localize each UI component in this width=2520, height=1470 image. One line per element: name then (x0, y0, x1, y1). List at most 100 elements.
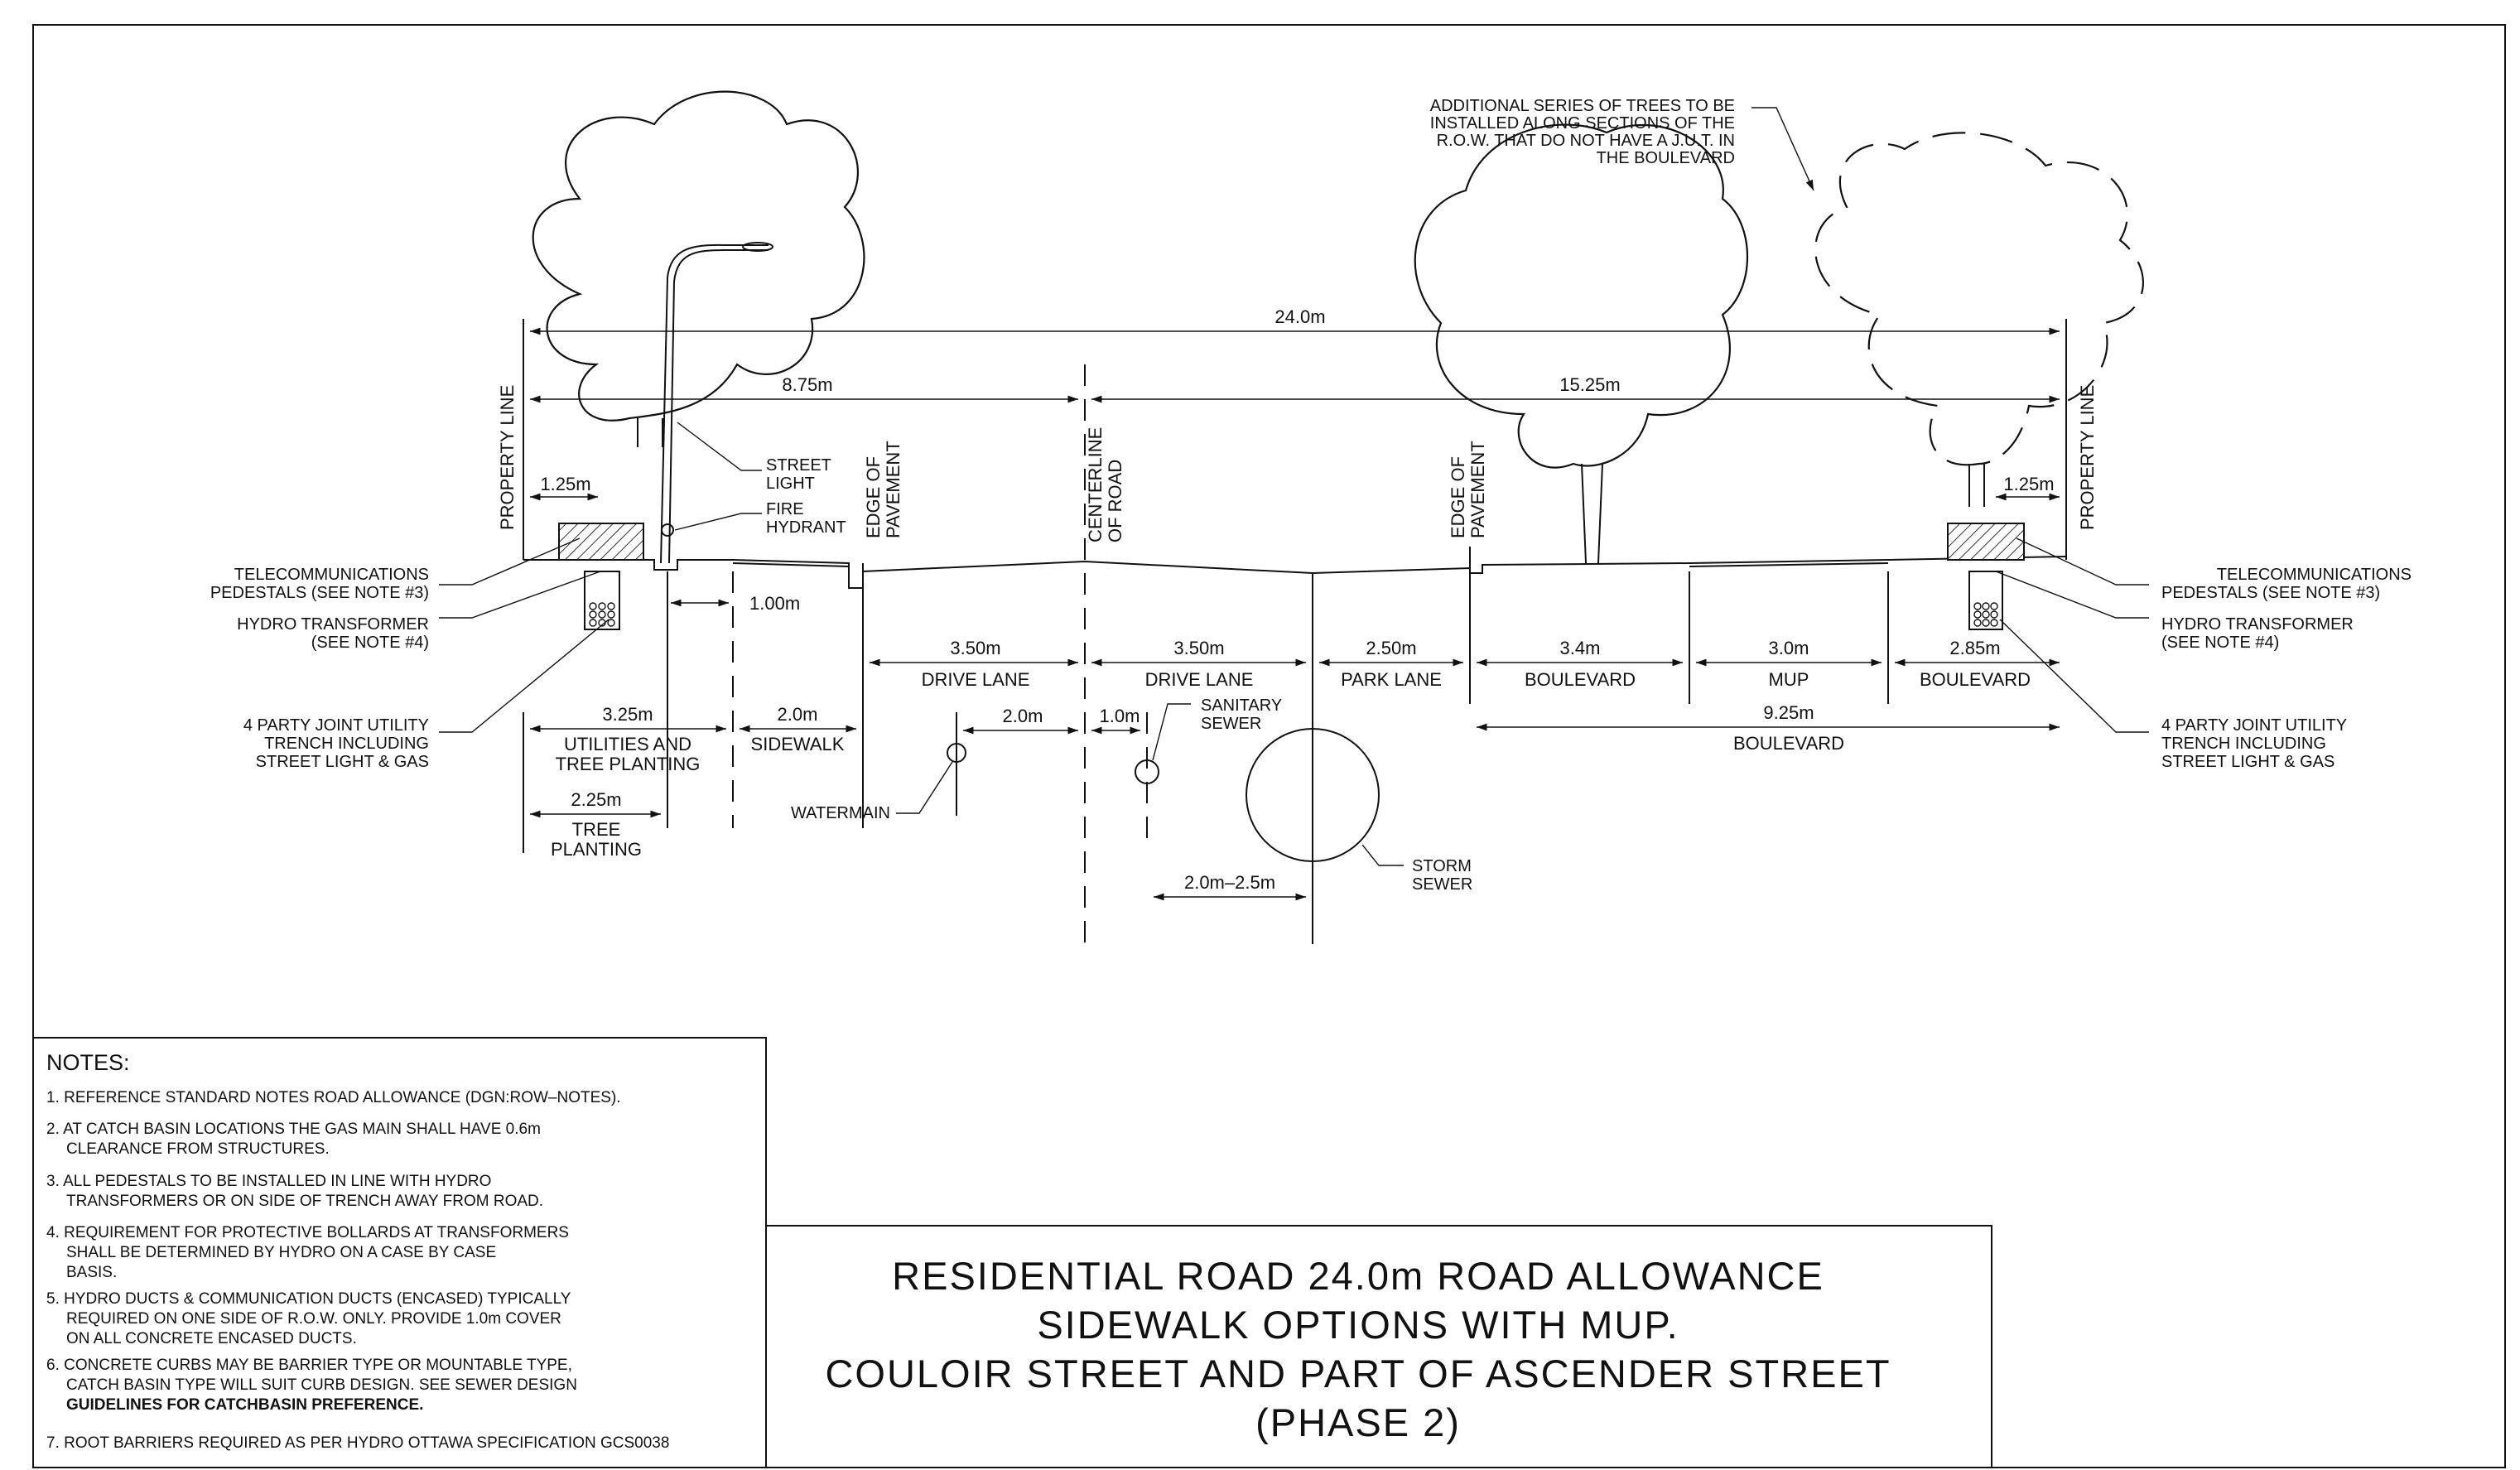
additional-trees-note-line2: INSTALLED ALONG SECTIONS OF THE (1430, 114, 1735, 133)
fire-hydrant (661, 523, 674, 537)
hydro-right-label-line1: HYDRO TRANSFORMER (2161, 615, 2354, 634)
dim-mup: 3.0m (1769, 638, 1809, 658)
dim-overall-width: 24.0m (1274, 306, 1325, 327)
dim-drive-lane-1: 3.50m (950, 638, 1000, 658)
fire-hydrant-label-line1: FIRE (766, 500, 804, 518)
additional-trees-note-line4: THE BOULEVARD (1597, 149, 1735, 167)
telecom-left-label-line2: PEDESTALS (SEE NOTE #3) (210, 584, 429, 602)
trench-left-label-line1: 4 PARTY JOINT UTILITY (243, 716, 429, 735)
dim-drive-lane-2: 3.50m (1173, 638, 1224, 658)
zone-utilities-line2: TREE PLANTING (556, 754, 701, 774)
street-light-label-line2: LIGHT (766, 475, 815, 493)
dim-light-offset: 1.00m (749, 593, 800, 614)
additional-trees-note-line3: R.O.W. THAT DO NOT HAVE A J.U.T. IN (1437, 132, 1735, 150)
storm-label-line1: STORM (1412, 857, 1472, 875)
storm-label-line2: SEWER (1412, 875, 1472, 894)
left-trench-ducts (589, 602, 615, 627)
telecom-right-label-line1: TELECOMMUNICATIONS (2217, 566, 2412, 584)
ground-profile (523, 556, 2067, 589)
dim-centerline-to-right: 15.25m (1559, 374, 1620, 395)
zone-drive-lane-1: DRIVE LANE (922, 669, 1030, 690)
dim-left-telecom: 1.25m (540, 474, 590, 494)
left-tree (532, 90, 865, 447)
dim-park-lane: 2.50m (1366, 638, 1416, 658)
hydro-left-label-line2: (SEE NOTE #4) (311, 634, 429, 652)
edge-pavement-right-line1: EDGE OF (1448, 456, 1468, 538)
dim-sanitary-offset: 1.0m (1100, 706, 1140, 726)
title-line-4: (PHASE 2) (1255, 1400, 1461, 1444)
telecom-left-label-line1: TELECOMMUNICATIONS (234, 566, 429, 584)
title-line-2: SIDEWALK OPTIONS WITH MUP. (1037, 1303, 1679, 1347)
street-light-label-line1: STREET (766, 456, 831, 475)
center-right-tree (1414, 123, 1749, 564)
trench-right-label-line2: TRENCH INCLUDING (2161, 735, 2326, 753)
right-hydro-transformer (1968, 571, 2003, 630)
dim-tree-planting: 2.25m (571, 789, 621, 810)
zone-tree-line1: TREE (572, 819, 621, 840)
zone-park-lane: PARK LANE (1341, 669, 1442, 690)
edge-pavement-left-line1: EDGE OF (863, 456, 884, 538)
note-5-line3: ON ALL CONCRETE ENCASED DUCTS. (66, 1330, 357, 1347)
title-line-1: RESIDENTIAL ROAD 24.0m ROAD ALLOWANCE (892, 1254, 1824, 1298)
sanitary-label-line1: SANITARY (1201, 696, 1282, 715)
trench-right-label-line3: STREET LIGHT & GAS (2161, 753, 2334, 771)
note-6-line3: GUIDELINES FOR CATCHBASIN PREFERENCE. (66, 1396, 423, 1414)
note-7: 7. ROOT BARRIERS REQUIRED AS PER HYDRO O… (46, 1434, 669, 1452)
additional-trees-note-line1: ADDITIONAL SERIES OF TREES TO BE (1430, 97, 1735, 115)
edge-pavement-right-line2: PAVEMENT (1467, 441, 1488, 538)
notes-heading: NOTES: (46, 1050, 130, 1075)
dim-sidewalk: 2.0m (778, 704, 818, 725)
left-hydro-transformer (584, 571, 620, 630)
note-2-line2: CLEARANCE FROM STRUCTURES. (66, 1140, 330, 1158)
trench-left-label-line3: STREET LIGHT & GAS (256, 753, 429, 771)
fire-hydrant-label-line2: HYDRANT (766, 518, 846, 537)
dim-watermain-offset: 2.0m (1003, 706, 1043, 726)
storm-sewer-pipe (1246, 728, 1380, 862)
zone-boulevard-1: BOULEVARD (1525, 669, 1636, 690)
zone-mup: MUP (1769, 669, 1809, 690)
hydro-right-label-line2: (SEE NOTE #4) (2161, 634, 2279, 652)
dim-utilities: 3.25m (602, 704, 653, 725)
zone-sidewalk: SIDEWALK (751, 734, 845, 754)
note-2-line1: 2. AT CATCH BASIN LOCATIONS THE GAS MAIN… (46, 1121, 541, 1138)
note-3-line1: 3. ALL PEDESTALS TO BE INSTALLED IN LINE… (46, 1173, 491, 1190)
note-4-line1: 4. REQUIREMENT FOR PROTECTIVE BOLLARDS A… (46, 1224, 569, 1241)
additional-tree-dashed (1814, 132, 2144, 507)
note-4-line3: BASIS. (66, 1264, 117, 1281)
dim-boulevard-2: 2.85m (1949, 638, 2000, 658)
watermain-label: WATERMAIN (791, 804, 890, 822)
note-5-line1: 5. HYDRO DUCTS & COMMUNICATION DUCTS (EN… (46, 1290, 571, 1308)
note-1: 1. REFERENCE STANDARD NOTES ROAD ALLOWAN… (46, 1089, 621, 1106)
hydro-left-label-line1: HYDRO TRANSFORMER (237, 615, 429, 634)
zone-tree-line2: PLANTING (551, 839, 642, 860)
centerline-label-line2: OF ROAD (1105, 460, 1125, 542)
trench-left-label-line2: TRENCH INCLUDING (264, 735, 429, 753)
title-block (765, 1225, 1992, 1468)
dim-boulevard-total: 9.25m (1763, 702, 1814, 723)
zone-boulevard-2: BOULEVARD (1920, 669, 2031, 690)
title-line-3: COULOIR STREET AND PART OF ASCENDER STRE… (825, 1352, 1891, 1395)
property-line-left-label: PROPERTY LINE (497, 385, 518, 530)
right-trench-ducts (1973, 602, 1998, 627)
centerline-label-line1: CENTERLINE (1085, 427, 1106, 542)
note-4-line2: SHALL BE DETERMINED BY HYDRO ON A CASE B… (66, 1244, 496, 1261)
note-6-line2: CATCH BASIN TYPE WILL SUIT CURB DESIGN. … (66, 1376, 577, 1394)
property-line-right-label: PROPERTY LINE (2077, 385, 2098, 530)
sanitary-label-line2: SEWER (1201, 715, 1261, 733)
edge-pavement-left-line2: PAVEMENT (883, 441, 903, 538)
note-6-line1: 6. CONCRETE CURBS MAY BE BARRIER TYPE OR… (46, 1357, 572, 1374)
watermain-pipe (947, 743, 966, 763)
telecom-right-label-line2: PEDESTALS (SEE NOTE #3) (2161, 584, 2380, 602)
zone-drive-lane-2: DRIVE LANE (1145, 669, 1254, 690)
sanitary-sewer-pipe (1135, 759, 1159, 784)
note-5-line2: REQUIRED ON ONE SIDE OF R.O.W. ONLY. PRO… (66, 1310, 561, 1328)
dim-storm-offset: 2.0m–2.5m (1184, 872, 1275, 893)
dim-boulevard-1: 3.4m (1560, 638, 1601, 658)
dim-left-to-centerline: 8.75m (782, 374, 832, 395)
trench-right-label-line1: 4 PARTY JOINT UTILITY (2161, 716, 2347, 735)
right-telecom-pedestal (1947, 523, 2025, 561)
dim-right-telecom: 1.25m (2003, 474, 2054, 494)
zone-boulevard-total: BOULEVARD (1733, 733, 1844, 754)
note-3-line2: TRANSFORMERS OR ON SIDE OF TRENCH AWAY F… (66, 1193, 543, 1210)
